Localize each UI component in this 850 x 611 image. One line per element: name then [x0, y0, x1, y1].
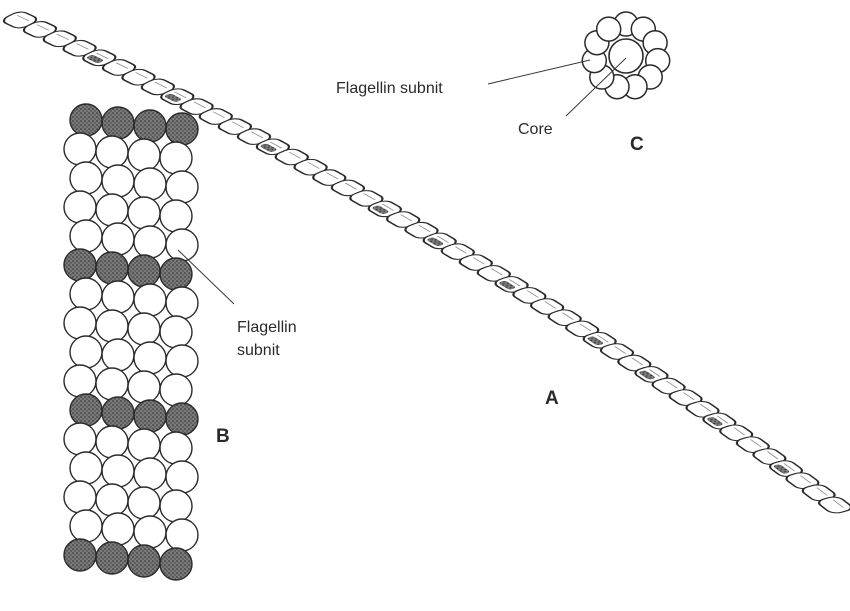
lattice-subunit: [166, 287, 198, 319]
lattice-subunit: [134, 342, 166, 374]
lattice-subunit: [96, 194, 128, 226]
label-c-flagellin-subunit: Flagellin subnit: [336, 80, 443, 97]
lattice-subunit: [160, 142, 192, 174]
label-a: A: [545, 388, 559, 409]
lattice-subunit: [70, 104, 102, 136]
lattice-subunit: [134, 110, 166, 142]
lattice-subunit: [166, 171, 198, 203]
lattice-subunit: [102, 223, 134, 255]
lattice-subunit: [134, 400, 166, 432]
lattice-subunit: [160, 432, 192, 464]
lattice-subunit: [102, 281, 134, 313]
lattice-subunit: [166, 519, 198, 551]
lattice-subunit: [102, 107, 134, 139]
lattice-subunit: [166, 345, 198, 377]
label-b-flagellin-line1: Flagellin: [237, 319, 297, 336]
lattice-subunit: [128, 139, 160, 171]
lattice-subunit: [166, 461, 198, 493]
lattice-subunit: [70, 336, 102, 368]
lattice-subunit: [64, 423, 96, 455]
label-b: B: [216, 426, 230, 447]
lattice-subunit: [128, 313, 160, 345]
lattice-subunit: [134, 226, 166, 258]
lattice-subunit: [128, 429, 160, 461]
lattice-subunit: [64, 481, 96, 513]
lattice-subunit: [160, 490, 192, 522]
lattice-subunit: [102, 339, 134, 371]
lattice-subunit: [134, 458, 166, 490]
lattice-subunit: [128, 371, 160, 403]
lattice-circles: [64, 104, 198, 580]
lattice-subunit: [64, 133, 96, 165]
label-c-core: Core: [518, 121, 553, 138]
lattice-subunit: [128, 197, 160, 229]
core-circle: [609, 39, 643, 73]
lattice-subunit: [64, 365, 96, 397]
lattice-subunit: [134, 516, 166, 548]
lattice-subunit: [96, 136, 128, 168]
lattice-subunit: [134, 168, 166, 200]
lattice-subunit: [96, 542, 128, 574]
lattice-subunit: [160, 548, 192, 580]
flagellin-subunit-pointer-c: [488, 60, 590, 84]
lattice-subunit: [166, 229, 198, 261]
lattice-subunit: [134, 284, 166, 316]
lattice-subunit: [160, 200, 192, 232]
lattice-subunit: [64, 191, 96, 223]
lattice-subunit: [166, 113, 198, 145]
lattice-subunit: [64, 307, 96, 339]
lattice-subunit: [64, 249, 96, 281]
lattice-subunit: [128, 255, 160, 287]
lattice-subunit: [70, 220, 102, 252]
lattice-subunit: [96, 310, 128, 342]
lattice-subunit: [70, 278, 102, 310]
lattice-subunit: [64, 539, 96, 571]
lattice-subunit: [70, 510, 102, 542]
lattice-subunit: [102, 397, 134, 429]
lattice-subunit: [160, 258, 192, 290]
lattice-subunit: [96, 426, 128, 458]
lattice-subunit: [96, 368, 128, 400]
lattice-subunit: [128, 487, 160, 519]
lattice-subunit: [96, 252, 128, 284]
lattice-subunit: [96, 484, 128, 516]
label-c: C: [630, 134, 644, 155]
lattice-subunit: [160, 374, 192, 406]
lattice-subunit: [160, 316, 192, 348]
panel-b-subunit-lattice: [64, 104, 234, 580]
lattice-subunit: [102, 455, 134, 487]
lattice-subunit: [102, 165, 134, 197]
lattice-subunit: [70, 162, 102, 194]
lattice-subunit: [102, 513, 134, 545]
lattice-subunit: [128, 545, 160, 577]
label-b-flagellin-line2: subnit: [237, 342, 280, 359]
lattice-subunit: [166, 403, 198, 435]
lattice-subunit: [70, 394, 102, 426]
lattice-subunit: [70, 452, 102, 484]
ring-subunit: [597, 17, 621, 41]
panel-c-cross-section: [488, 12, 670, 116]
